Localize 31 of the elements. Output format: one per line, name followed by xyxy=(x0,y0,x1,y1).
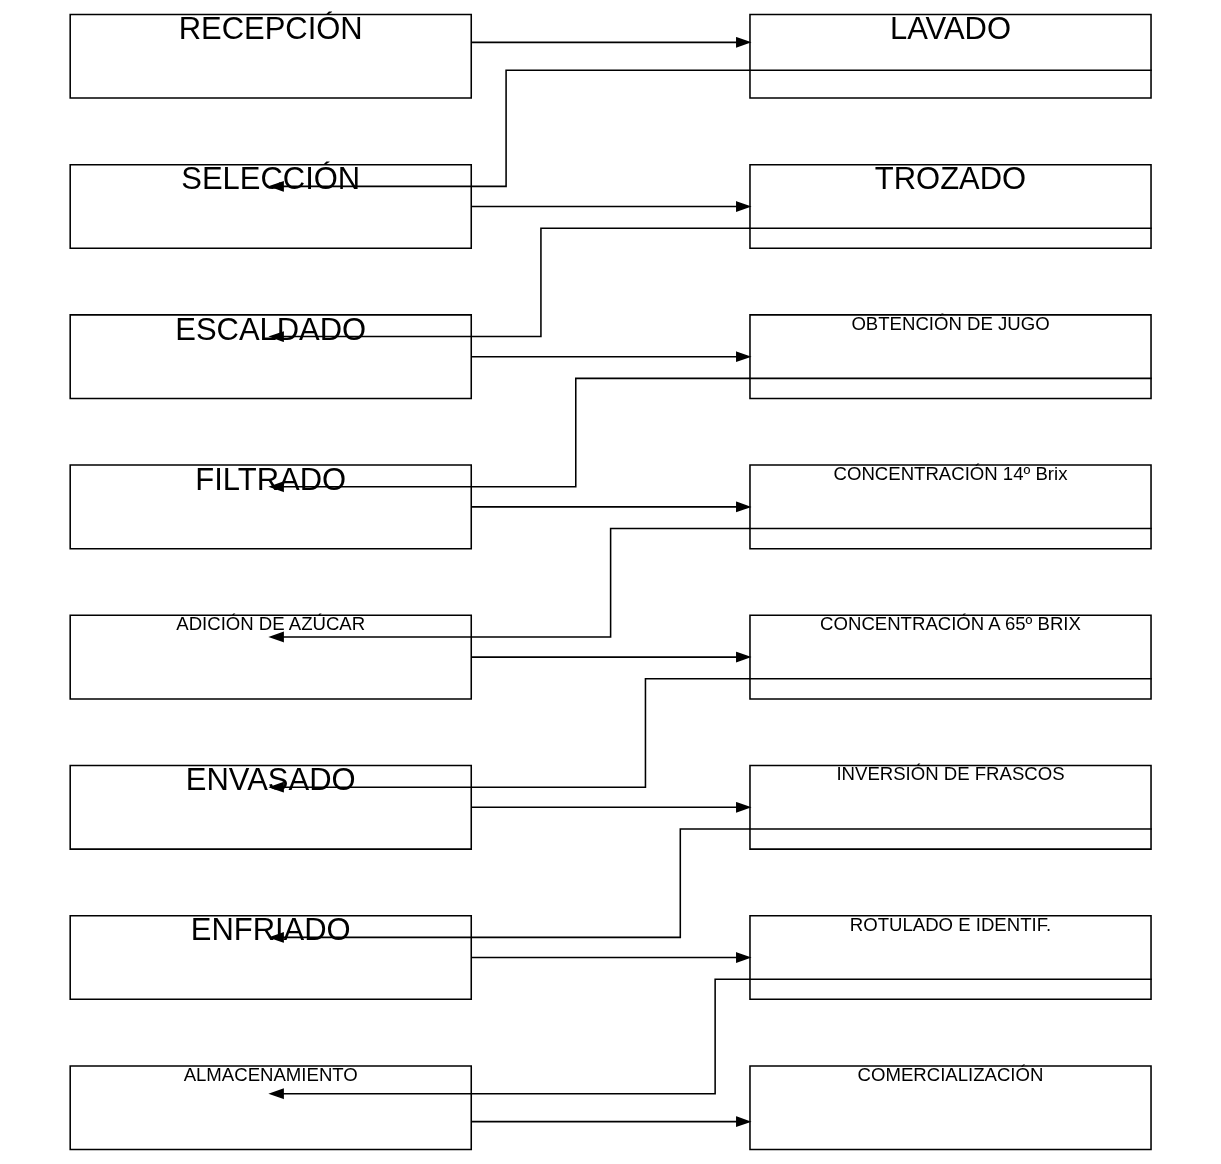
arrow xyxy=(267,227,1153,342)
node-box: ENFRIADO xyxy=(68,914,472,1001)
arrow xyxy=(470,501,752,513)
node-box: INVERSIÓN DE FRASCOS xyxy=(748,764,1152,850)
node-box: COMERCIALIZACIÓN xyxy=(748,1065,1152,1151)
arrow xyxy=(470,1116,752,1128)
node-box: ESCALDADO xyxy=(68,314,472,400)
arrow xyxy=(470,801,752,813)
arrow xyxy=(267,527,1153,643)
node-box: LAVADO xyxy=(748,13,1152,99)
node-box: SELECCIÓN xyxy=(68,163,472,250)
arrow xyxy=(267,69,1153,192)
node-box: ENVASADO xyxy=(68,764,472,850)
arrow xyxy=(470,201,752,212)
arrow xyxy=(267,978,1153,1100)
node-box: FILTRADO xyxy=(68,464,472,550)
node-box: OBTENCIÓN DE JUGO xyxy=(748,314,1152,400)
arrow xyxy=(267,828,1153,943)
arrow xyxy=(470,351,752,363)
node-box: ADICIÓN DE AZÚCAR xyxy=(68,614,472,700)
arrow xyxy=(267,377,1153,493)
node-box: CONCENTRACIÓN 14º Brix xyxy=(748,464,1152,550)
node-box: TROZADO xyxy=(748,163,1152,250)
arrow xyxy=(470,36,752,48)
node-box: RECEPCIÓN xyxy=(68,13,472,99)
arrow xyxy=(470,651,752,663)
node-box: ROTULADO E IDENTIF. xyxy=(748,914,1152,1001)
arrow xyxy=(267,678,1153,793)
node-box: ALMACENAMIENTO xyxy=(68,1065,472,1151)
node-box: CONCENTRACIÓN A 65º BRIX xyxy=(748,614,1152,700)
arrow xyxy=(470,952,752,963)
